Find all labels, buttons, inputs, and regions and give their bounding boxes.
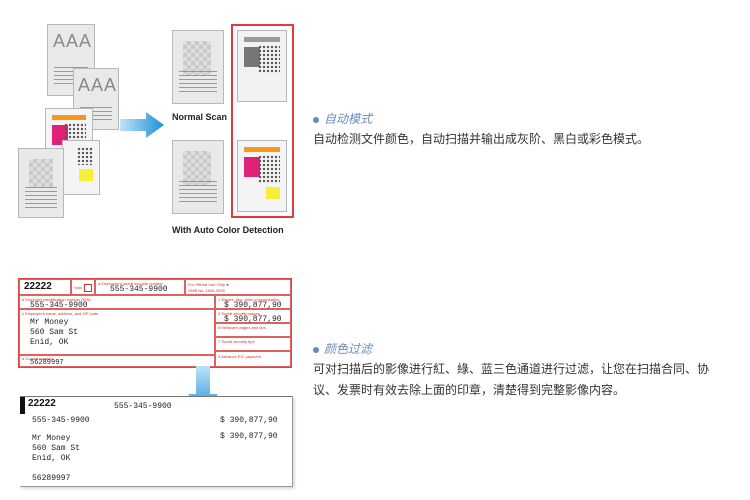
- auto-color-label: With Auto Color Detection: [172, 225, 284, 235]
- doc-text-aaa: AAA: [53, 31, 93, 51]
- form-ss-tips-box: 7 Social security tips: [215, 337, 291, 351]
- doc-orange-bar: [244, 147, 280, 152]
- form-ssn-box: a Employee's social security number 555-…: [95, 279, 185, 295]
- doc-yellow-block: [266, 187, 280, 199]
- ssn-label: a Employee's social security number: [98, 281, 163, 286]
- medicare-label: 5 Medicare wages and tips: [218, 325, 266, 330]
- scan-illustration: AAA AAA Normal Scan With Auto Color Dete…: [0, 0, 300, 250]
- employee-street: 560 Sam St: [30, 328, 79, 337]
- bullet-icon: [313, 116, 319, 123]
- feature-color-filter: 颜色过滤 可对扫描后的影像进行紅、綠、蓝三色通道进行过滤，让您在扫描合同、协议、…: [313, 340, 729, 401]
- arrow-right-icon: [120, 112, 164, 138]
- form-control-box: d Control number 56289997: [19, 355, 215, 367]
- wages-value: $ 390,877,90: [220, 416, 278, 425]
- doc-orange-bar: [52, 115, 86, 120]
- normal-scan-doc-2: [172, 140, 224, 214]
- omb-label: For Official Use Only ►: [188, 282, 230, 287]
- form-code: 22222: [28, 398, 56, 409]
- form-ein-box: b Employer identification number (EIN) 5…: [19, 295, 215, 310]
- doc-magenta-block: [244, 157, 260, 177]
- wages-value: $ 390,877,90: [224, 301, 282, 310]
- ein-value: 555-345-9900: [32, 416, 90, 425]
- doc-lines: [179, 181, 217, 205]
- normal-scan-doc: [172, 30, 224, 104]
- doc-gray-block: [244, 47, 260, 67]
- bullet-icon: [313, 346, 319, 353]
- doc-dot-pattern: [77, 147, 93, 165]
- doc-yellow-block: [79, 169, 93, 181]
- ss-wages-value: $ 390,877,90: [220, 432, 278, 441]
- form-code-box: 22222: [19, 279, 71, 295]
- form-top-rule: [20, 396, 292, 397]
- address-label: c Employer's name, address, and ZIP code: [22, 311, 99, 316]
- doc-dot-pattern: [258, 45, 280, 73]
- w2-form-filtered: 22222 555-345-9900 555-345-9900 $ 390,87…: [20, 396, 293, 487]
- employee-city: Enid, OK: [30, 338, 69, 347]
- doc-checker-pattern: [183, 151, 211, 185]
- form-corner-mark: [20, 396, 25, 414]
- doc-gray-bar: [244, 37, 280, 42]
- feature-auto-mode: 自动模式 自动检测文件颜色，自动扫描并输出成灰阶、黑白或彩色模式。: [313, 110, 733, 150]
- normal-scan-label: Normal Scan: [172, 112, 228, 122]
- feature-body: 自动检测文件颜色，自动扫描并输出成灰阶、黑白或彩色模式。: [313, 132, 650, 146]
- auto-color-frame: [231, 24, 294, 218]
- feature-title: 颜色过滤: [324, 342, 373, 356]
- source-doc-aaa-1: AAA: [47, 24, 95, 96]
- ssn-value: 555-345-9900: [110, 285, 168, 294]
- form-eic-box: 9 Advance EIC payment: [215, 351, 291, 367]
- form-ss-wages-box: 3 Social security wages $ 390,877,90: [215, 309, 291, 324]
- form-address-box: c Employer's name, address, and ZIP code…: [19, 309, 215, 355]
- employee-street: 560 Sam St: [32, 444, 81, 453]
- form-medicare-box: 5 Medicare wages and tips: [215, 323, 291, 337]
- ein-label: b Employer identification number (EIN): [22, 297, 91, 302]
- w2-form-original: 22222 Void a Employee's social security …: [18, 278, 292, 368]
- form-void-box: Void: [71, 279, 95, 295]
- form-omb-box: For Official Use Only ► OMB No. 1545-000…: [185, 279, 291, 295]
- auto-gray-doc: [237, 30, 287, 102]
- source-doc-color-2: [62, 140, 100, 195]
- doc-lines: [179, 71, 217, 95]
- doc-checker-pattern: [183, 41, 211, 75]
- form-wages-box: 1 Wages, tips, other compensation $ 390,…: [215, 295, 291, 310]
- void-label: Void: [74, 285, 82, 290]
- control-value: 56289997: [32, 474, 71, 483]
- form-code: 22222: [24, 281, 52, 292]
- doc-checker-pattern: [29, 159, 53, 187]
- doc-dot-pattern: [258, 155, 280, 183]
- employee-city: Enid, OK: [32, 454, 71, 463]
- eic-label: 9 Advance EIC payment: [218, 354, 261, 359]
- ss-wages-label: 3 Social security wages: [218, 311, 260, 316]
- employee-name: Mr Money: [30, 318, 69, 327]
- ssn-value: 555-345-9900: [114, 402, 172, 411]
- feature-body: 可对扫描后的影像进行紅、綠、蓝三色通道进行过滤，让您在扫描合同、协议、发票时有效…: [313, 362, 710, 397]
- control-label: d Control number: [22, 356, 53, 361]
- void-checkbox: [84, 284, 92, 292]
- auto-color-doc: [237, 140, 287, 212]
- feature-title: 自动模式: [324, 112, 373, 126]
- ss-tips-label: 7 Social security tips: [218, 339, 255, 344]
- ss-wages-value: $ 390,877,90: [224, 315, 282, 324]
- wages-label: 1 Wages, tips, other compensation: [218, 297, 280, 302]
- control-value: 56289997: [30, 359, 64, 367]
- ein-value: 555-345-9900: [30, 301, 88, 310]
- omb-number: OMB No. 1545-0008: [188, 288, 225, 293]
- doc-text-aaa: AAA: [78, 75, 118, 95]
- employee-name: Mr Money: [32, 434, 71, 443]
- source-doc-gray: [18, 148, 64, 218]
- doc-lines: [25, 187, 57, 209]
